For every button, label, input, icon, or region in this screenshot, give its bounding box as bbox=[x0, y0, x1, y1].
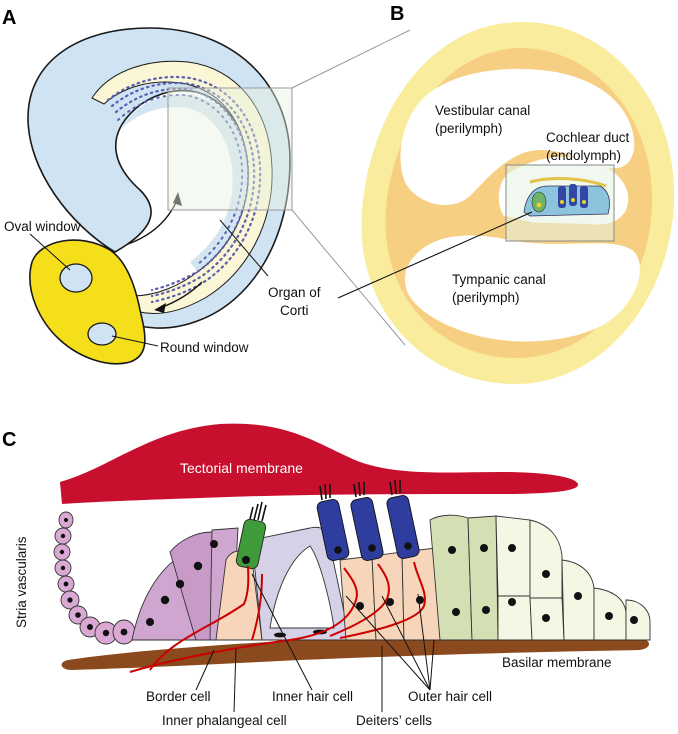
outer-hair-cell-2 bbox=[350, 481, 384, 561]
organ-of-corti-label-1: Organ of bbox=[268, 285, 321, 300]
outer-hair-cell-1 bbox=[316, 483, 350, 561]
cochlear-label-1: Cochlear duct bbox=[546, 130, 630, 145]
claudius-cells bbox=[495, 515, 651, 641]
outer-hair-cell-3 bbox=[386, 479, 420, 559]
outer-hair-cells bbox=[316, 479, 420, 561]
organ-of-corti-leader-b bbox=[337, 211, 533, 299]
panel-c-letter: C bbox=[2, 429, 16, 451]
windows-region bbox=[29, 239, 146, 365]
panel-a-leaders bbox=[29, 219, 269, 347]
round-window-shape bbox=[87, 322, 117, 346]
panel-c: C Tectorial membrane bbox=[2, 423, 651, 728]
tympanic-label-2: (perilymph) bbox=[452, 290, 520, 305]
stria-nuclei bbox=[59, 518, 128, 637]
border-cell-label: Border cell bbox=[146, 689, 211, 704]
tunnel-of-corti bbox=[269, 545, 335, 629]
mini-organ-of-corti bbox=[523, 177, 610, 217]
inner-hair-cell-label: Inner hair cell bbox=[272, 689, 353, 704]
stria-vascularis bbox=[53, 511, 136, 645]
vestibular-label-1: Vestibular canal bbox=[435, 103, 530, 118]
round-window-label: Round window bbox=[160, 340, 249, 355]
stria-vascularis-label: Stria vascularis bbox=[14, 536, 29, 628]
tectorial-membrane-label: Tectorial membrane bbox=[180, 460, 303, 476]
panel-b: B Vestibular canal (pe bbox=[337, 3, 675, 385]
projection-line-top bbox=[291, 29, 411, 89]
zoom-box-a bbox=[167, 87, 293, 211]
hensen-cells bbox=[429, 514, 499, 641]
cochlear-label-2: (endolymph) bbox=[546, 148, 621, 163]
flow-arrows bbox=[127, 192, 203, 313]
cochlea-spiral-shade bbox=[122, 94, 251, 276]
tympanic-canal bbox=[405, 235, 640, 342]
deiters-cells-label: Deiters’ cells bbox=[356, 713, 432, 728]
panel-b-letter: B bbox=[390, 3, 404, 25]
oval-window-label: Oval window bbox=[4, 219, 81, 234]
basilar-membrane-label: Basilar membrane bbox=[502, 655, 612, 670]
oval-window-shape bbox=[59, 263, 93, 293]
organ-of-corti-label-2: Corti bbox=[280, 303, 309, 318]
projection-line-bottom bbox=[291, 209, 406, 346]
tympanic-label-1: Tympanic canal bbox=[452, 272, 546, 287]
panel-a-letter: A bbox=[2, 7, 16, 29]
tectorial-membrane bbox=[60, 423, 579, 504]
outer-hair-cell-label: Outer hair cell bbox=[408, 689, 492, 704]
vestibular-canal bbox=[400, 68, 635, 206]
vestibular-label-2: (perilymph) bbox=[435, 121, 503, 136]
support-cell-nuclei bbox=[274, 544, 638, 638]
inner-hair-cell bbox=[235, 501, 267, 570]
panel-c-leaders bbox=[195, 573, 435, 713]
panel-a: A Oval bbox=[2, 7, 411, 365]
inner-phalangeal-cell-label: Inner phalangeal cell bbox=[162, 713, 287, 728]
nerve-fibers bbox=[129, 561, 426, 673]
